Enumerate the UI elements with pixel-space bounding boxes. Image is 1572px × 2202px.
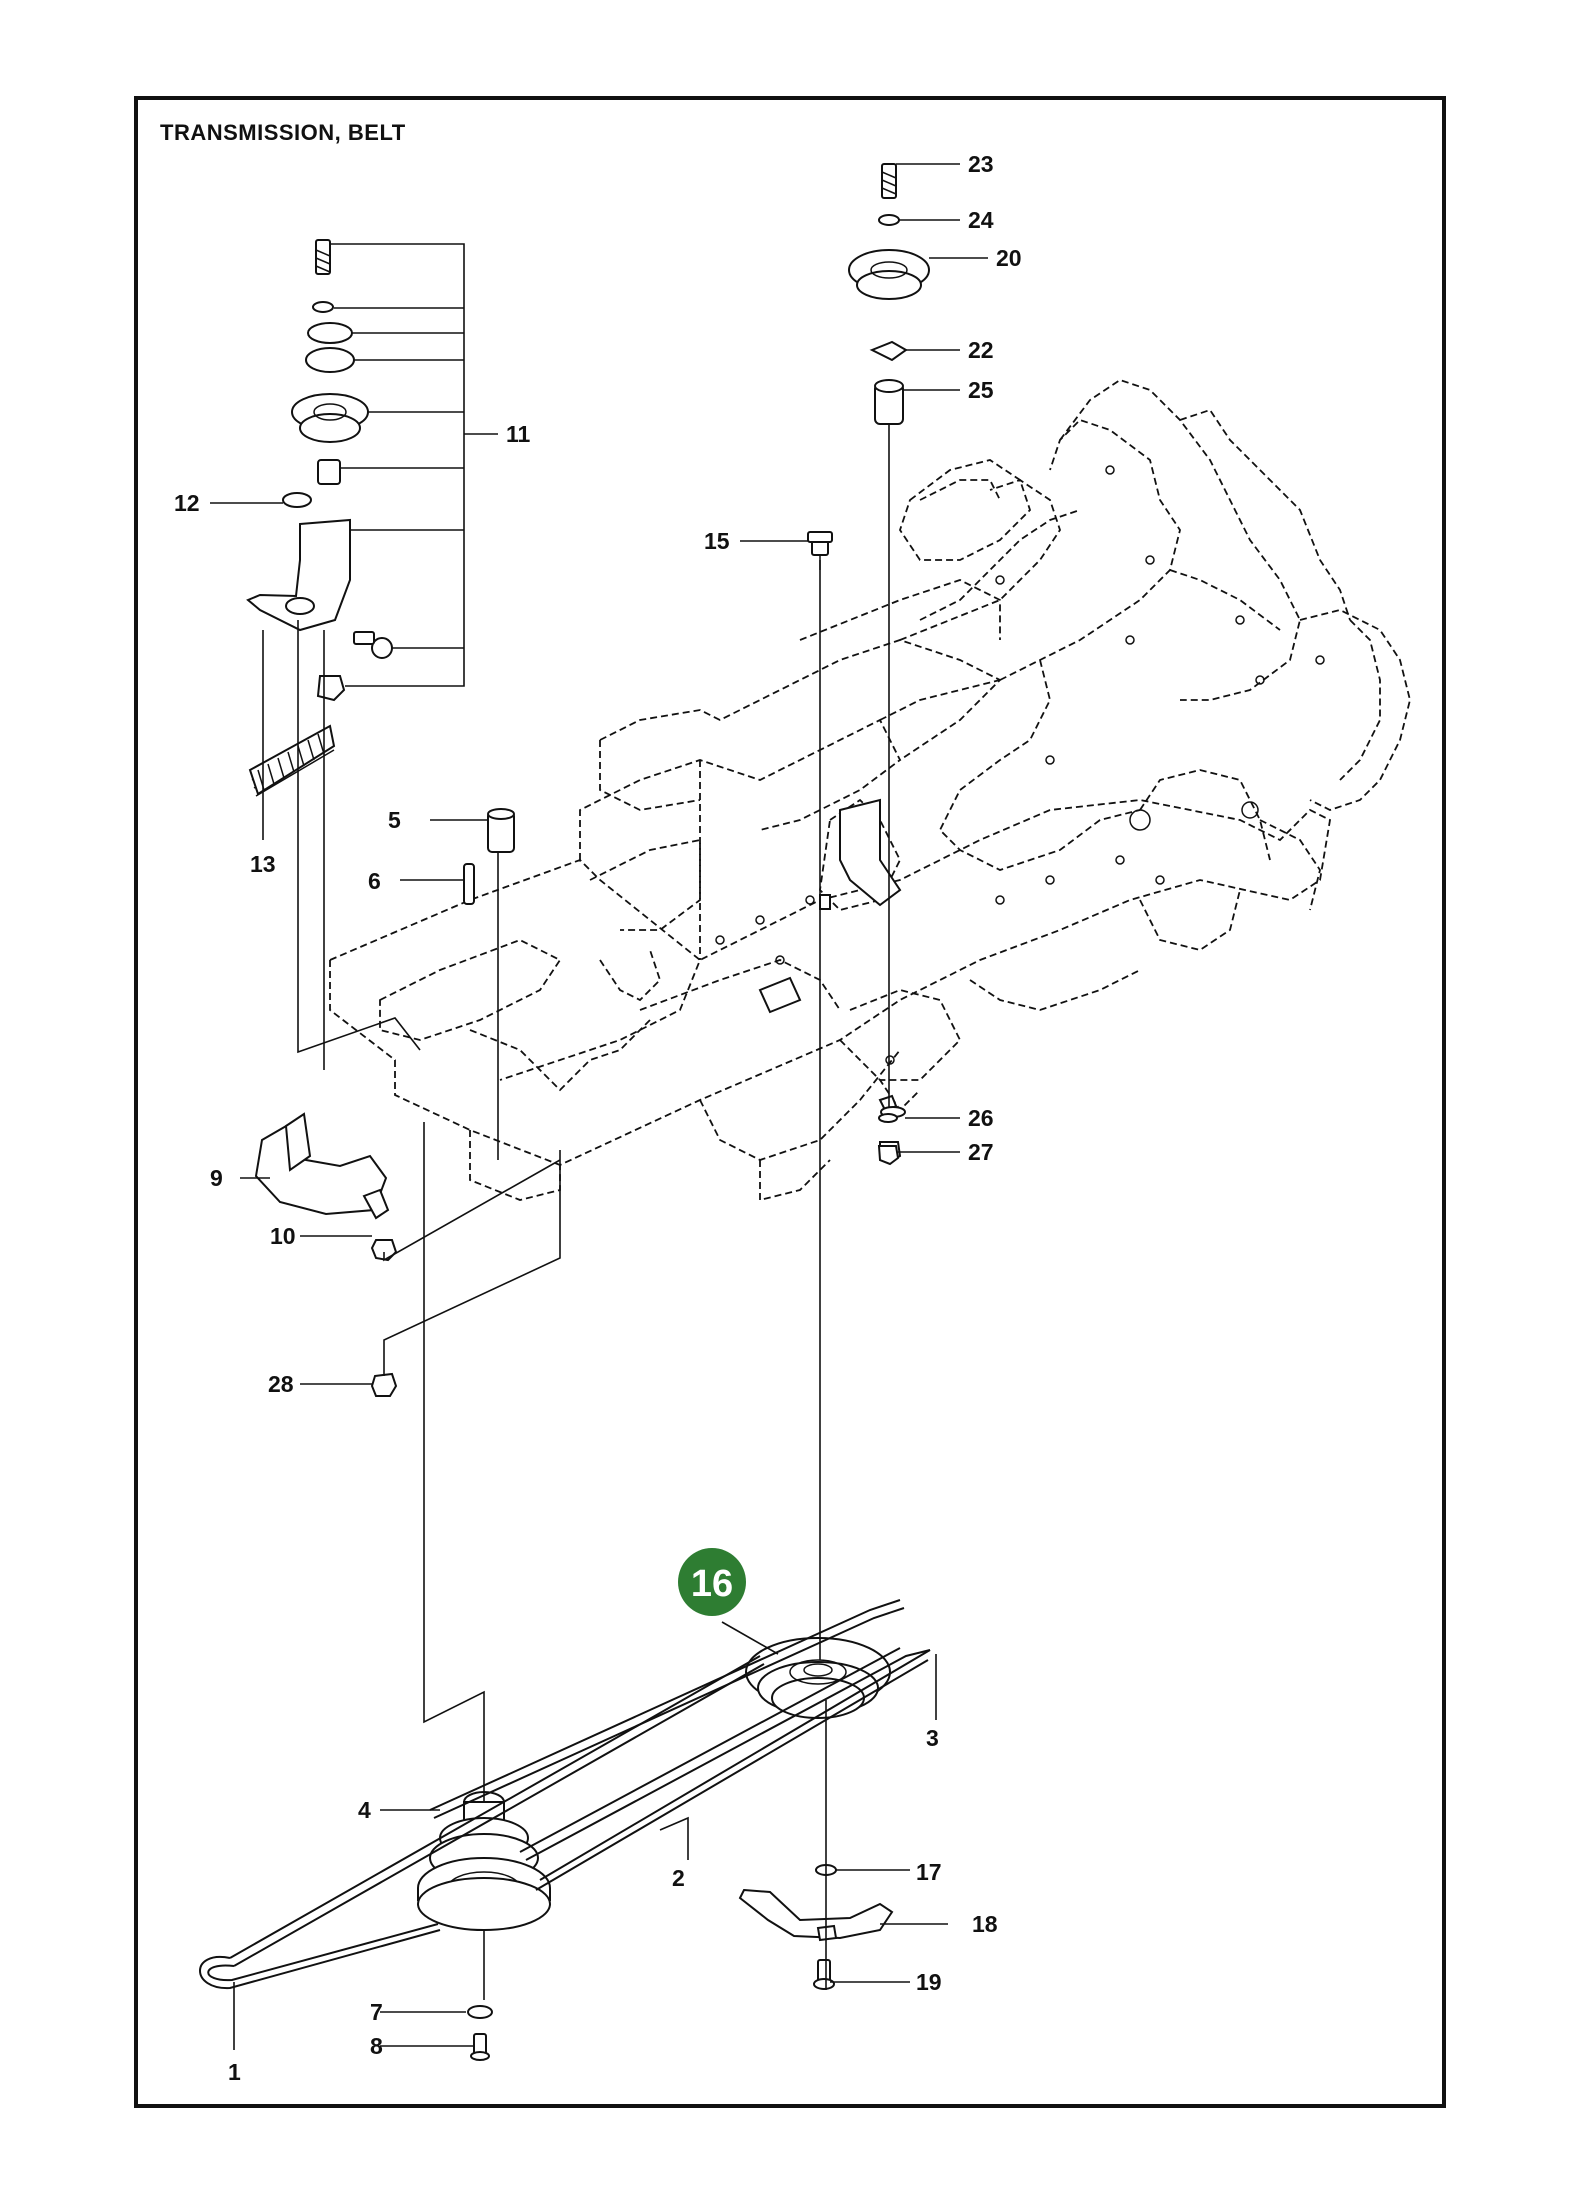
callout-labels: 23 24 20 22 25 11 12 15 5 13 6 26 27 9 1… — [174, 151, 1022, 2085]
callout-17: 17 — [916, 1859, 942, 1885]
callout-15: 15 — [704, 528, 730, 554]
callout-3: 3 — [926, 1725, 939, 1751]
leader-lines — [210, 163, 988, 2050]
diagram-title: TRANSMISSION, BELT — [160, 120, 406, 145]
highlight-number: 16 — [691, 1563, 733, 1605]
callout-1: 1 — [228, 2059, 241, 2085]
callout-18: 18 — [972, 1911, 998, 1937]
callout-23: 23 — [968, 151, 994, 177]
belt-guide — [254, 1112, 390, 1220]
lower-pulley — [417, 1791, 551, 1931]
callout-20: 20 — [996, 245, 1022, 271]
callout-11: 11 — [506, 421, 531, 447]
drive-belts — [199, 1599, 931, 1990]
tension-spring — [248, 724, 336, 797]
callout-24: 24 — [968, 207, 994, 233]
callout-7: 7 — [370, 1999, 383, 2025]
lower-guide-and-bolts — [467, 1864, 894, 2061]
highlighted-callout-16: 16 — [678, 1548, 746, 1616]
callout-12: 12 — [174, 490, 200, 516]
callout-9: 9 — [210, 1165, 223, 1191]
callout-4: 4 — [358, 1797, 371, 1823]
center-bracket — [758, 798, 902, 1014]
callout-8: 8 — [370, 2033, 383, 2059]
callout-2: 2 — [672, 1865, 685, 1891]
callout-5: 5 — [388, 807, 401, 833]
callout-26: 26 — [968, 1105, 994, 1131]
highlight-badge — [678, 1548, 746, 1616]
callout-13: 13 — [250, 851, 276, 877]
fasteners — [370, 531, 906, 1397]
frame-detail-marks — [715, 465, 1325, 1065]
idler-arm-assembly — [246, 239, 393, 702]
callout-19: 19 — [916, 1969, 942, 1995]
callout-10: 10 — [270, 1223, 296, 1249]
upper-pulley-assembly — [848, 163, 930, 1166]
callout-6: 6 — [368, 868, 381, 894]
drive-pulley-highlighted — [745, 1637, 891, 1719]
frame-chassis — [329, 379, 1411, 1202]
callout-28: 28 — [268, 1371, 294, 1397]
callout-22: 22 — [968, 337, 994, 363]
diagram-border — [134, 96, 1446, 2108]
callout-27: 27 — [968, 1139, 994, 1165]
spacer-and-pin — [463, 808, 515, 905]
callout-25: 25 — [968, 377, 994, 403]
